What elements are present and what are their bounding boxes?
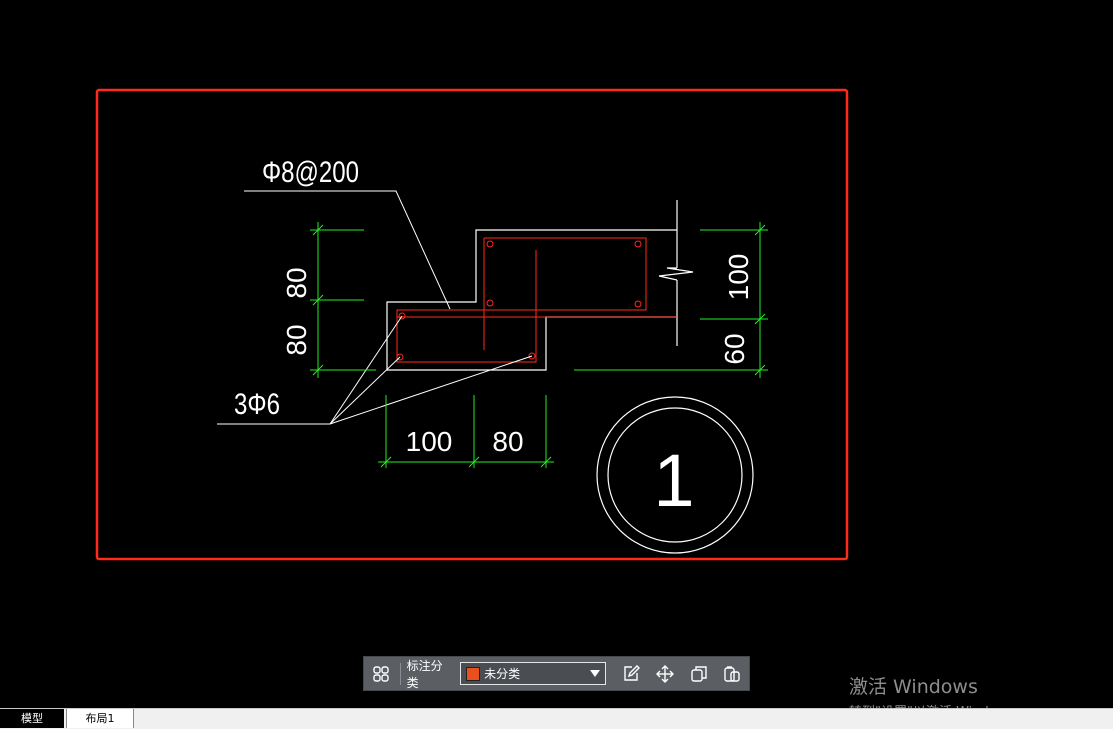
move-button[interactable] [648,657,682,690]
toolbar-separator [399,662,401,685]
layout-tab-bar: 模型 布局1 [0,708,1113,729]
bar-label: 3Φ6 [234,388,280,421]
grid-button[interactable] [364,657,398,690]
edit-button[interactable] [614,657,648,690]
copy-button[interactable] [682,657,716,690]
tab-layout1[interactable]: 布局1 [66,709,134,728]
grid-icon [373,665,389,682]
category-color-swatch [466,666,481,681]
dim-label-right-top: 100 [723,254,754,301]
category-value: 未分类 [484,667,521,681]
annotation-toolbar: 标注分类 未分类 [363,656,750,691]
rebar-cage [396,237,677,363]
category-select[interactable]: 未分类 [460,662,607,685]
tab-model[interactable]: 模型 [0,709,64,728]
dim-label-left-bottom: 80 [281,324,312,355]
category-label: 标注分类 [406,658,443,690]
section-number: 1 [653,439,694,522]
move-icon [655,664,674,683]
paste-icon [724,665,740,682]
leader-lines [217,190,533,425]
dim-label-bottom-right: 80 [492,426,523,457]
dim-label-right-bottom: 60 [719,333,750,364]
dim-label-left-top: 80 [281,267,312,298]
paste-button[interactable] [715,657,749,690]
copy-icon [690,665,707,682]
dim-label-bottom-left: 100 [406,426,453,457]
edit-icon [624,664,641,681]
dimension-lines [310,222,768,468]
section-symbol [596,396,754,554]
drawing-frame [95,88,849,561]
concrete-outline [386,200,694,371]
chevron-down-icon [590,670,601,677]
stirrup-label: Φ8@200 [262,156,359,189]
watermark-title: 激活 Windows [849,676,978,698]
